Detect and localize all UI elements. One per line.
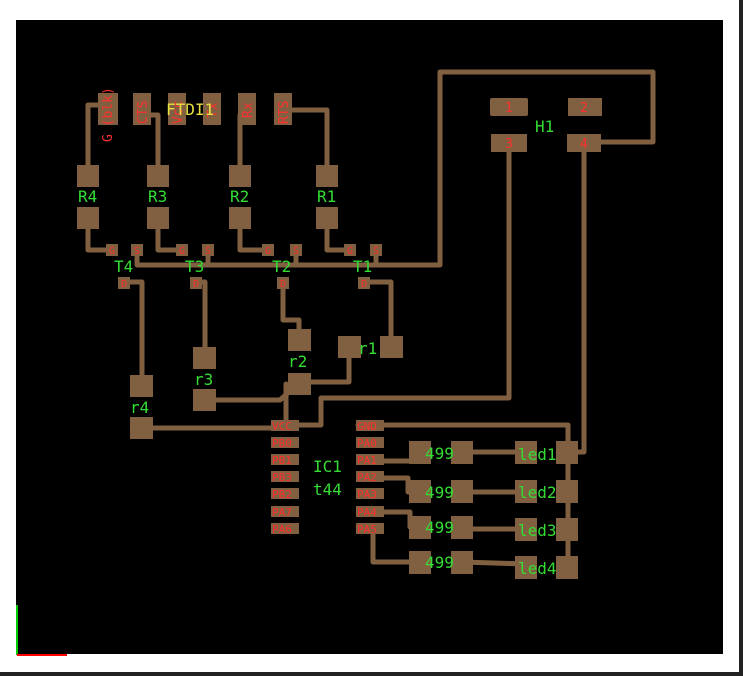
ftdi-pin-tx: Tx (206, 102, 221, 118)
led-label-3: led3 (518, 521, 557, 540)
t4-drain-pin: D (121, 279, 127, 290)
h1-pin-4: 4 (580, 137, 588, 152)
ic-pin-pb3: PB3 (272, 471, 292, 484)
resistor-label-r1: R1 (317, 187, 336, 206)
transistor-label-t2: T2 (272, 257, 291, 276)
ic-pin-gnd: GND (357, 420, 377, 433)
ftdi-label: FTDI1 (166, 100, 214, 119)
t2-source-pin: S (293, 246, 299, 257)
led-label-4: led4 (518, 559, 557, 578)
ftdi-pin-rx: Rx (241, 102, 256, 118)
transistor-label-t3: T3 (185, 257, 204, 276)
ic-pin-pa4: PA4 (357, 506, 377, 519)
ic-pin-vcc: VCC (272, 420, 292, 433)
h1-label: H1 (535, 117, 554, 136)
board-background (16, 20, 723, 654)
ic-pin-pa5: PA5 (357, 523, 377, 536)
t3-drain-pin: D (193, 279, 199, 290)
resistor-label-r4: R4 (78, 187, 97, 206)
t2-gate-pin: G (265, 246, 271, 257)
ic-pin-pa6: PA6 (272, 523, 292, 536)
pads (77, 93, 602, 579)
t1-gate-pin: G (347, 246, 353, 257)
resistor-label-r2-small: r2 (288, 352, 307, 371)
ic-label: IC1 (313, 457, 342, 476)
t4-gate-pin: G (109, 246, 115, 257)
h1-pin-3: 3 (505, 137, 513, 152)
t4-source-pin: S (134, 246, 140, 257)
resistor-label-r1-small: r1 (358, 339, 377, 358)
resistor-label-r3: R3 (148, 187, 167, 206)
ic-pin-pa1: PA1 (357, 454, 377, 467)
t3-source-pin: S (205, 246, 211, 257)
led-resistor-label-3: 499 (425, 518, 454, 537)
resistor-label-r2: R2 (230, 187, 249, 206)
led-label-2: led2 (518, 483, 557, 502)
led-label-1: led1 (518, 445, 557, 464)
h1-pin-1: 1 (505, 101, 513, 116)
transistor-label-t1: T1 (353, 257, 372, 276)
led-resistor-label-4: 499 (425, 553, 454, 572)
ic-pin-pa7: PA7 (272, 506, 292, 519)
h1-pin-2: 2 (580, 101, 588, 116)
t3-gate-pin: G (179, 246, 185, 257)
ic-pin-pb2: PB2 (272, 488, 292, 501)
resistor-label-r3-small: r3 (194, 370, 213, 389)
ic-pin-pb0: PB0 (272, 437, 292, 450)
ftdi-pin-gnd: G (blk) (101, 87, 116, 142)
ftdi-pin-cts: CTS (136, 101, 151, 124)
ic-pin-pa2: PA2 (357, 471, 377, 484)
led-resistor-label-2: 499 (425, 483, 454, 502)
window-frame-bottom (0, 672, 743, 676)
led-resistor-label-1: 499 (425, 444, 454, 463)
t1-source-pin: S (373, 246, 379, 257)
t1-drain-pin: D (361, 279, 367, 290)
ftdi-pin-vcc: Vcc (171, 101, 186, 124)
window-frame-right (739, 0, 743, 676)
ic-pin-pa3: PA3 (357, 488, 377, 501)
resistor-label-r4-small: r4 (130, 398, 149, 417)
ftdi-pin-rts: RTS (277, 101, 292, 124)
ic-part-label: t44 (313, 480, 342, 499)
ic-pin-pb1: PB1 (272, 454, 292, 467)
transistor-label-t4: T4 (114, 257, 133, 276)
t2-drain-pin: D (280, 279, 286, 290)
ic-pin-pa0: PA0 (357, 437, 377, 450)
